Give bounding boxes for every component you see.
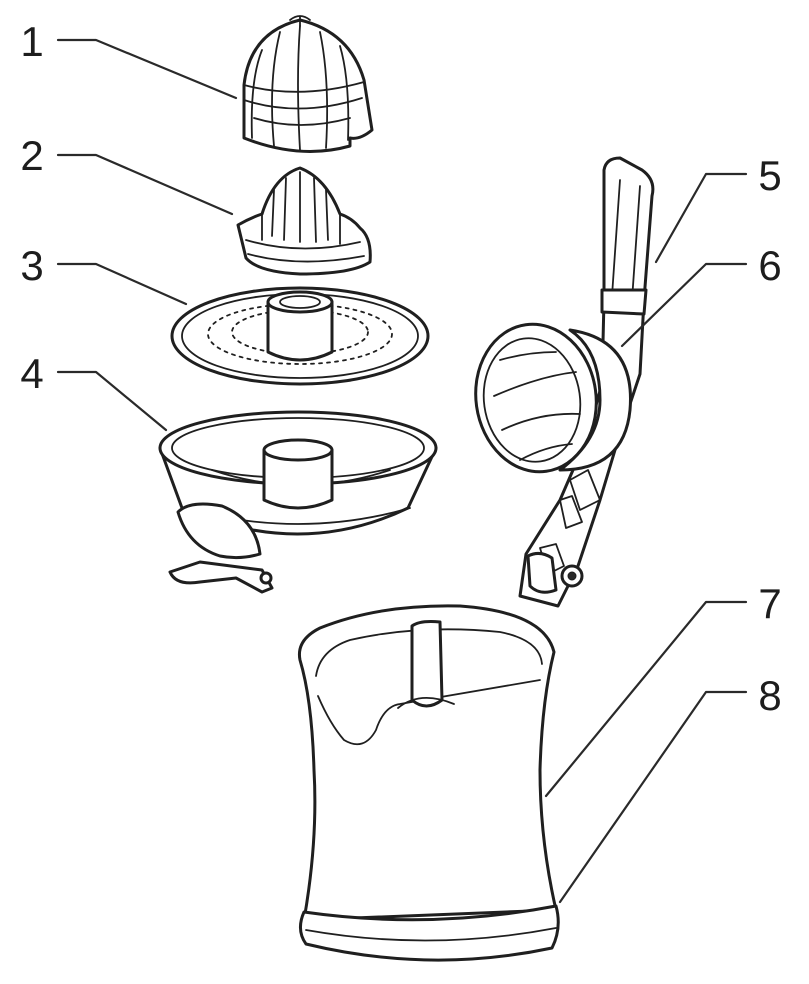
- callout-7: 7: [758, 580, 781, 627]
- leader-line-1: [56, 38, 238, 100]
- leader-line-8: [558, 690, 748, 904]
- part-juice-cup: [158, 410, 438, 594]
- callout-2: 2: [20, 132, 43, 179]
- part-large-reamer: [242, 15, 374, 153]
- callout-3: 3: [20, 242, 43, 289]
- part-lever-arm: [518, 156, 655, 608]
- callout-1: 1: [20, 18, 43, 65]
- leader-line-6: [620, 262, 748, 348]
- leader-line-2: [56, 153, 234, 216]
- callout-4: 4: [20, 350, 43, 397]
- callout-8: 8: [758, 672, 781, 719]
- callout-6: 6: [758, 242, 781, 289]
- leader-line-3: [56, 262, 188, 306]
- part-press-cup: [474, 322, 632, 474]
- callout-labels: 1 2 3 4 5 6 7 8: [20, 18, 781, 719]
- callout-5: 5: [758, 152, 781, 199]
- part-strainer-disc: [170, 286, 430, 386]
- leader-lines: [56, 38, 748, 904]
- leader-line-7: [544, 600, 748, 798]
- part-motor-base: [297, 604, 560, 962]
- leader-line-5: [654, 172, 748, 264]
- leader-line-4: [56, 370, 168, 432]
- part-small-reamer: [236, 166, 372, 276]
